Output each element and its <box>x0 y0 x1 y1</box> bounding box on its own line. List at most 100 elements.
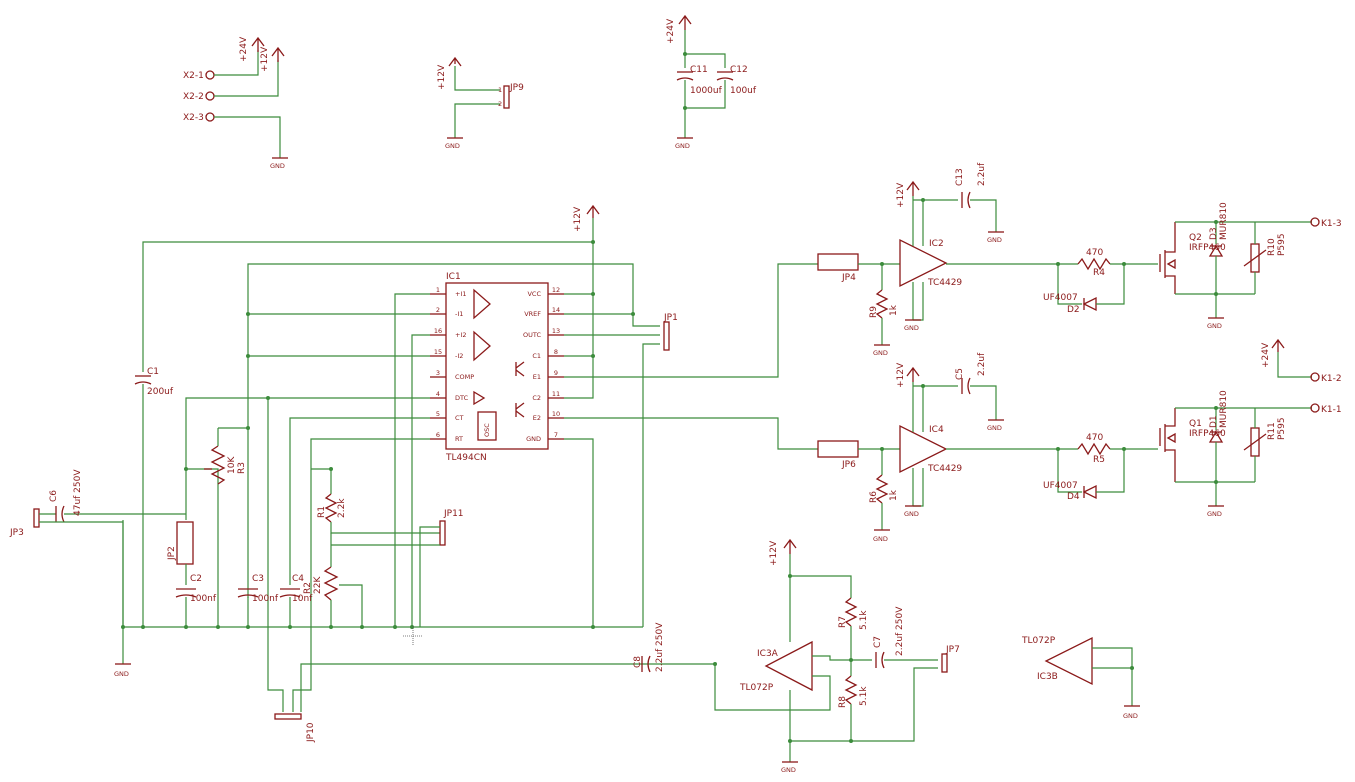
svg-text:1k: 1k <box>889 489 899 501</box>
svg-text:C3: C3 <box>252 574 264 584</box>
jp1-body[interactable] <box>663 321 670 351</box>
svg-text:TL494CN: TL494CN <box>445 453 487 463</box>
jp3-body[interactable] <box>33 508 40 528</box>
svg-text:IC3A: IC3A <box>757 649 779 659</box>
jp6-body[interactable] <box>817 440 859 458</box>
output-stage-top: 470 R4 UF4007 D2 Q2 IRFP460 D3 MUR810 R1… <box>1043 202 1342 330</box>
c11-c12-bulk-caps: +24V C11 1000uf C12 100uf GND <box>666 14 757 150</box>
output-stage-bottom: 470 R5 UF4007 D4 Q1 IRFP460 D1 MUR810 R1… <box>1043 338 1342 518</box>
ic1-pin-name: CT <box>455 414 464 422</box>
svg-text:1k: 1k <box>889 304 899 316</box>
svg-text:IRFP460: IRFP460 <box>1189 243 1226 253</box>
ic1-pin-num: 13 <box>552 327 560 335</box>
k1-2-pad[interactable] <box>1310 372 1320 382</box>
ic1-pin-name: E2 <box>533 414 541 422</box>
svg-text:GND: GND <box>1207 322 1222 330</box>
jp10-body[interactable] <box>274 713 302 720</box>
svg-text:2.2uf 250V: 2.2uf 250V <box>895 606 905 656</box>
ic3a-body[interactable] <box>764 640 813 692</box>
supply-plus24-x2: +24V <box>239 36 265 62</box>
ic1-pin-name: +I2 <box>455 331 467 339</box>
ic1-pin-name: -I2 <box>455 352 463 360</box>
ic1-pin-name: C1 <box>532 352 541 360</box>
jp4-body[interactable] <box>817 253 859 271</box>
svg-text:2: 2 <box>498 100 502 108</box>
ic1-pin-name: COMP <box>455 373 474 381</box>
svg-text:D1: D1 <box>1209 415 1219 428</box>
svg-text:OSC: OSC <box>483 423 491 437</box>
driver-ic4: JP6 GND R6 1k IC4 TC4429 +12V GND C5 2.2… <box>817 352 1078 543</box>
svg-text:GND: GND <box>445 142 460 150</box>
svg-text:R6: R6 <box>869 491 879 503</box>
svg-text:200uf: 200uf <box>147 387 174 397</box>
x2-2-label: X2-2 <box>183 92 204 102</box>
svg-text:470: 470 <box>1086 248 1103 258</box>
ic1-pin-name: -I1 <box>455 310 463 318</box>
ic1-pin-num: 5 <box>436 410 440 418</box>
ic1-pin-name: GND <box>526 435 541 443</box>
svg-text:D2: D2 <box>1067 305 1080 315</box>
svg-text:JP1: JP1 <box>663 313 678 323</box>
ic1-pin-num: 6 <box>436 431 440 439</box>
jp9-body[interactable] <box>503 85 510 109</box>
svg-text:R4: R4 <box>1093 268 1105 278</box>
svg-text:C4: C4 <box>292 574 304 584</box>
svg-text:GND: GND <box>987 236 1002 244</box>
svg-text:JP7: JP7 <box>945 645 960 655</box>
c1-capacitor: C1 200uf <box>134 367 174 627</box>
gnd-x2: GND <box>270 157 288 170</box>
jp2-body[interactable] <box>176 521 194 565</box>
svg-text:Q1: Q1 <box>1189 419 1202 429</box>
x2-1-pad[interactable] <box>205 70 215 80</box>
svg-text:+12V: +12V <box>896 182 906 208</box>
svg-text:100uf: 100uf <box>730 86 757 96</box>
svg-text:JP10: JP10 <box>306 722 316 743</box>
svg-text:R2: R2 <box>303 582 313 594</box>
svg-text:MUR810: MUR810 <box>1219 202 1229 240</box>
svg-text:GND: GND <box>114 670 129 678</box>
ic1-pin-name: C2 <box>532 394 541 402</box>
svg-text:C12: C12 <box>730 65 748 75</box>
svg-text:TC4429: TC4429 <box>927 464 962 474</box>
ic1-pin-num: 12 <box>552 286 560 294</box>
svg-text:C1: C1 <box>147 367 159 377</box>
jp11-body[interactable] <box>439 520 446 546</box>
svg-text:UF4007: UF4007 <box>1043 293 1078 303</box>
svg-text:MUR810: MUR810 <box>1219 390 1229 428</box>
ic1-pin-name: +I1 <box>455 290 467 298</box>
svg-text:47uf 250V: 47uf 250V <box>73 469 83 516</box>
svg-text:R11: R11 <box>1267 422 1277 440</box>
svg-text:10K: 10K <box>227 456 237 474</box>
svg-text:TL072P: TL072P <box>1021 636 1056 646</box>
ic1-pin-num: 11 <box>552 390 560 398</box>
svg-text:+12V: +12V <box>573 206 583 232</box>
svg-text:2.2uf: 2.2uf <box>977 162 987 186</box>
svg-text:C6: C6 <box>49 490 59 502</box>
x2-2-pad[interactable] <box>205 91 215 101</box>
ic4-body[interactable] <box>899 424 948 474</box>
svg-text:TL072P: TL072P <box>739 683 774 693</box>
svg-text:+12V: +12V <box>769 540 779 566</box>
svg-text:GND: GND <box>904 510 919 518</box>
svg-text:K1-2: K1-2 <box>1321 374 1342 384</box>
ic1-pin-name: OUTC <box>523 331 541 339</box>
k1-3-pad[interactable] <box>1310 217 1320 227</box>
ic3b-body[interactable] <box>1044 636 1093 686</box>
svg-text:22K: 22K <box>313 576 323 594</box>
svg-text:GND: GND <box>675 142 690 150</box>
svg-text:470: 470 <box>1086 433 1103 443</box>
svg-text:R10: R10 <box>1267 238 1277 256</box>
ic2-body[interactable] <box>899 238 948 288</box>
x2-3-pad[interactable] <box>205 112 215 122</box>
svg-text:K1-3: K1-3 <box>1321 219 1342 229</box>
jp7-body[interactable] <box>941 653 948 673</box>
svg-text:R7: R7 <box>838 616 848 628</box>
ic1-body[interactable] <box>445 282 549 450</box>
svg-text:IC3B: IC3B <box>1037 672 1058 682</box>
k1-1-pad[interactable] <box>1310 403 1320 413</box>
svg-text:JP4: JP4 <box>841 273 856 283</box>
jp9-header: +12V 1 2 JP9 GND <box>437 56 524 150</box>
ic1-pin-num: 8 <box>554 348 558 356</box>
